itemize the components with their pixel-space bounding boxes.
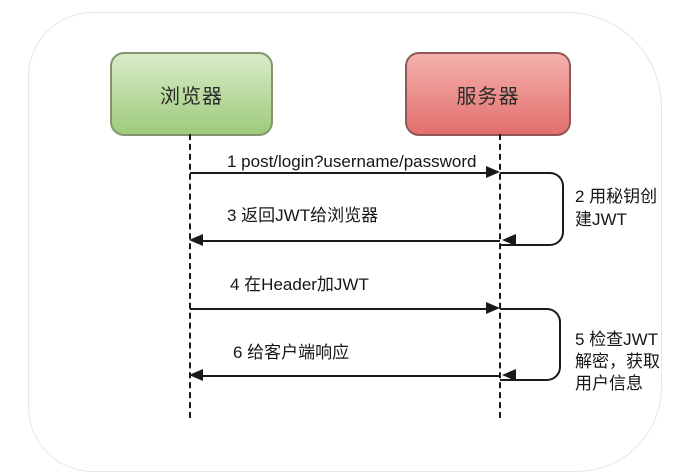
actor-server-box: 服务器 [405, 52, 571, 136]
message-1-label: 1 post/login?username/password [227, 152, 477, 171]
self-loop-2-arrowhead-icon [502, 234, 516, 246]
message-6-line [203, 375, 500, 377]
actor-browser-label: 浏览器 [160, 85, 223, 108]
message-6-label: 6 给客户端响应 [233, 343, 350, 362]
message-3-arrowhead-icon [189, 234, 203, 246]
message-5-label: 5 检查JWT 解密，获取 用户信息 [575, 330, 660, 393]
message-4-label: 4 在Header加JWT [230, 275, 369, 294]
self-loop-5 [500, 308, 561, 381]
message-2-label: 2 用秘钥创 建JWT [575, 187, 658, 229]
actor-browser-box: 浏览器 [110, 52, 273, 136]
message-1-arrowhead-icon [486, 166, 500, 178]
message-3-label: 3 返回JWT给浏览器 [227, 206, 379, 225]
actor-server-label: 服务器 [456, 85, 520, 108]
message-4-line [190, 308, 486, 310]
lifeline-browser [189, 134, 191, 418]
message-6-arrowhead-icon [189, 369, 203, 381]
self-loop-2 [500, 172, 564, 246]
message-1-line [190, 172, 486, 174]
lifeline-server [499, 134, 501, 418]
self-loop-5-arrowhead-icon [502, 369, 516, 381]
message-3-line [203, 240, 500, 242]
message-4-arrowhead-icon [486, 302, 500, 314]
